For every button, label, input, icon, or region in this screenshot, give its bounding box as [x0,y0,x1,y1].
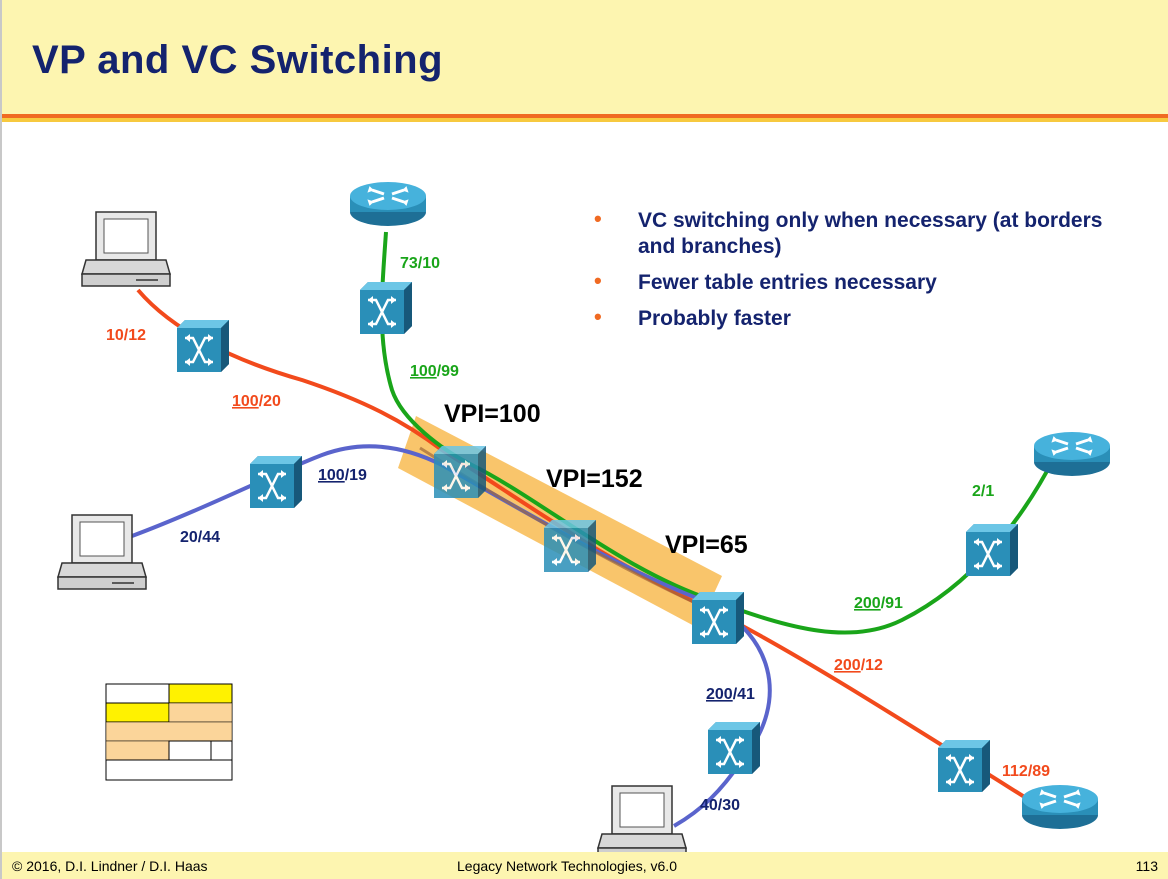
bullet-item: •Probably faster [594,304,791,330]
atm-switch-icon [690,590,746,646]
label-vpi-152: VPI=152 [546,465,643,493]
title-bar: VP and VC Switching [2,0,1168,114]
pc-icon [81,211,171,287]
label-green-top: 73/10 [400,255,440,272]
bullet-item: •Fewer table entries necessary [594,268,937,294]
atm-switch-icon [175,318,231,374]
bullet-list: •VC switching only when necessary (at bo… [590,206,1130,342]
pc-icon [57,514,147,590]
router-icon [348,180,428,228]
footer-course: Legacy Network Technologies, v6.0 [457,858,677,874]
label-green-vp: 100/99 [410,363,459,380]
bullet-dot-icon: • [594,268,602,293]
label-blue-end: 40/30 [700,797,740,814]
title-rule-yellow [2,118,1168,122]
label-vpi-65: VPI=65 [665,531,748,559]
red-connection [136,288,1044,810]
footer-copyright: © 2016, D.I. Lindner / D.I. Haas [12,858,208,874]
slide-title: VP and VC Switching [32,38,444,82]
label-blue-out: 200/41 [706,686,755,703]
label-red-host: 10/12 [106,327,146,344]
label-green-right: 2/1 [972,483,994,500]
label-blue-vp: 100/19 [318,467,367,484]
title-rule-orange [2,114,1168,118]
atm-switch-icon [248,454,304,510]
atm-switch-icon [358,280,414,336]
bullet-dot-icon: • [594,206,602,231]
table-icon [105,683,233,781]
atm-switch-icon [936,738,992,794]
bullet-item: •VC switching only when necessary (at bo… [594,206,1103,258]
label-green-out: 200/91 [854,595,903,612]
atm-switch-icon [542,518,598,574]
atm-switch-icon [964,522,1020,578]
router-icon [1032,430,1112,478]
label-vpi-100: VPI=100 [444,400,541,428]
label-blue-host: 20/44 [180,529,220,546]
router-icon [1020,783,1100,831]
page-number: 113 [1135,858,1158,874]
footer: © 2016, D.I. Lindner / D.I. Haas Legacy … [2,852,1168,879]
label-red-vp: 100/20 [232,393,281,410]
label-red-out: 200/12 [834,657,883,674]
green-connection [379,231,1056,635]
atm-switch-icon [706,720,762,776]
pc-icon [597,785,687,861]
atm-switch-icon [432,444,488,500]
label-red-end: 112/89 [1002,763,1050,780]
bullet-dot-icon: • [594,304,602,329]
